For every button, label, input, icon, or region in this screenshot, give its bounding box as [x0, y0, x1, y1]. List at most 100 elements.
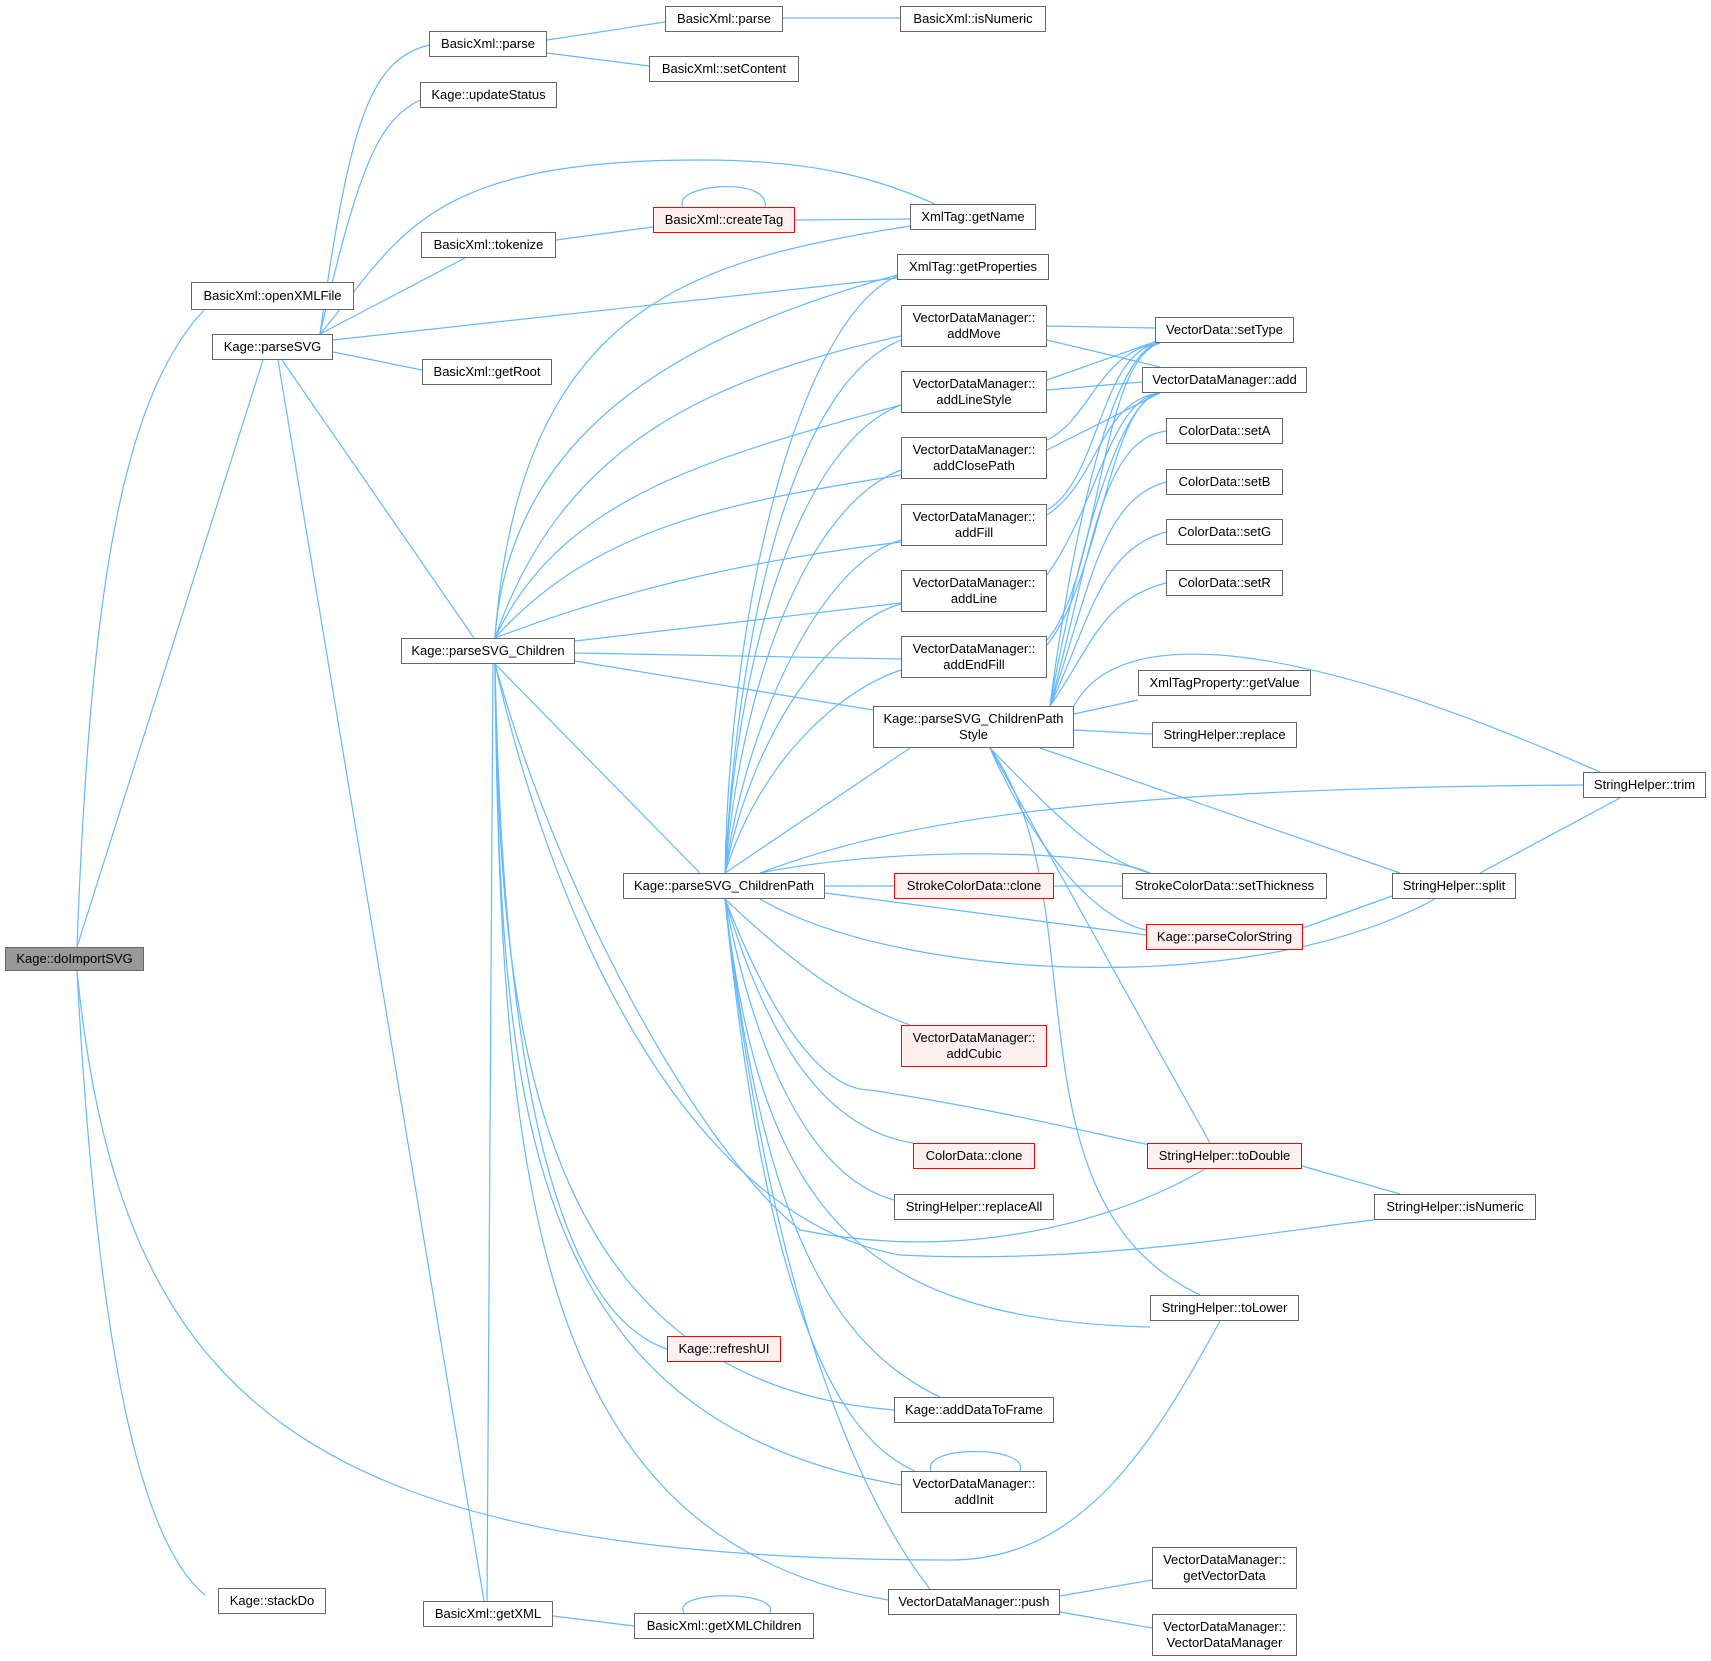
node-vdm-addclosepath[interactable]: VectorDataManager:: addClosePath	[901, 437, 1047, 479]
node-stringhelper-tolower[interactable]: StringHelper::toLower	[1150, 1295, 1299, 1321]
node-colordata-setr[interactable]: ColorData::setR	[1166, 570, 1283, 596]
node-vdm-push[interactable]: VectorDataManager::push	[888, 1589, 1060, 1615]
edge-parsesvg-to-updatestatus	[319, 99, 421, 335]
edge-todouble-to-isnumeric	[1301, 1165, 1401, 1195]
edge-parsecolorstring-to-split	[1302, 895, 1393, 929]
edge-addclosepath-to-settype	[1046, 342, 1161, 441]
node-kage-parsesvg-children[interactable]: Kage::parseSVG_Children	[401, 638, 575, 664]
edge-children-to-push	[494, 663, 889, 1601]
node-kage-updatestatus[interactable]: Kage::updateStatus	[420, 82, 557, 108]
edge-addendfill-to-settype	[1046, 342, 1161, 641]
edge-createtag-to-getname	[794, 218, 911, 221]
node-vdm-addline[interactable]: VectorDataManager:: addLine	[901, 570, 1047, 612]
edge-childrenpath-to-addline	[724, 603, 902, 874]
node-xmltag-getname[interactable]: XmlTag::getName	[910, 204, 1036, 230]
edge-children-to-isnumeric	[494, 663, 1375, 1258]
node-basicxml-parse-2[interactable]: BasicXml::parse	[665, 6, 783, 32]
edge-childrenpath-to-todouble	[724, 898, 1151, 1146]
node-vdm-getvectordata[interactable]: VectorDataManager:: getVectorData	[1152, 1547, 1297, 1589]
node-basicxml-isnumeric[interactable]: BasicXml::isNumeric	[900, 6, 1046, 32]
edge-pathstyle-to-tolower	[989, 747, 1201, 1296]
node-kage-stackdo[interactable]: Kage::stackDo	[218, 1588, 326, 1614]
node-vdm-addinit[interactable]: VectorDataManager:: addInit	[901, 1471, 1047, 1513]
edge-childrenpath-to-addlinestyle	[724, 404, 902, 874]
edge-childrenpath-to-addcubic	[724, 898, 911, 1026]
edge-childrenpath-to-addinit	[724, 898, 916, 1472]
edge-childrenpath-to-adddatatoframe	[724, 898, 941, 1398]
edge-children-to-getxml	[486, 663, 494, 1602]
edge-children-to-addmove	[494, 335, 902, 639]
edge-bxparse-to-parse2	[546, 21, 666, 41]
node-vdm-addendfill[interactable]: VectorDataManager:: addEndFill	[901, 636, 1047, 678]
edge-tokenize-to-createtag	[555, 226, 654, 241]
node-stringhelper-todouble[interactable]: StringHelper::toDouble	[1147, 1143, 1302, 1169]
node-basicxml-createtag[interactable]: BasicXml::createTag	[653, 207, 795, 233]
edge-children-to-pathstyle	[574, 660, 874, 711]
node-basicxml-setcontent[interactable]: BasicXml::setContent	[649, 56, 799, 82]
node-kage-adddatatoframe[interactable]: Kage::addDataToFrame	[894, 1397, 1054, 1423]
node-stringhelper-replace[interactable]: StringHelper::replace	[1152, 722, 1297, 748]
node-vdm-addfill[interactable]: VectorDataManager:: addFill	[901, 504, 1047, 546]
node-vdm-add[interactable]: VectorDataManager::add	[1142, 367, 1307, 393]
node-basicxml-getxml[interactable]: BasicXml::getXML	[423, 1601, 553, 1627]
node-stringhelper-replaceall[interactable]: StringHelper::replaceAll	[894, 1194, 1054, 1220]
node-colordata-setb[interactable]: ColorData::setB	[1166, 469, 1283, 495]
node-basicxml-tokenize[interactable]: BasicXml::tokenize	[421, 232, 556, 258]
edge-children-to-adddatatoframe	[494, 663, 895, 1411]
edge-childrenpath-to-addclosepath	[724, 469, 902, 874]
edge-childrenpath-to-colorclone	[724, 898, 914, 1144]
node-kage-parsesvg-childrenpathstyle[interactable]: Kage::parseSVG_ChildrenPath Style	[873, 706, 1074, 748]
node-colordata-seta[interactable]: ColorData::setA	[1166, 418, 1283, 444]
node-xmltag-getproperties[interactable]: XmlTag::getProperties	[897, 254, 1049, 280]
edge-doimportsvg-to-tolower	[76, 970, 1221, 1561]
edge-childrenpath-to-replaceall	[724, 898, 895, 1201]
edge-bxparse-to-setcontent	[546, 52, 650, 67]
edge-children-to-addendfill	[574, 652, 902, 660]
edge-childrenpath-to-addmove	[724, 339, 902, 874]
edge-childrenpath-to-setthickness	[759, 853, 1151, 874]
node-kage-parsesvg[interactable]: Kage::parseSVG	[212, 334, 333, 360]
node-strokecolordata-setthickness[interactable]: StrokeColorData::setThickness	[1122, 873, 1327, 899]
node-vdm-addcubic[interactable]: VectorDataManager:: addCubic	[901, 1025, 1047, 1067]
node-stringhelper-split[interactable]: StringHelper::split	[1392, 873, 1516, 899]
edge-addendfill-to-vdmadd	[1046, 392, 1161, 646]
node-strokecolordata-clone[interactable]: StrokeColorData::clone	[894, 873, 1054, 899]
edge-split-to-trim	[1479, 797, 1621, 874]
edge-getxml-to-getxmlchildren	[552, 1615, 635, 1627]
edge-doimportsvg-to-parsesvg	[76, 359, 264, 948]
edge-pathstyle-to-settype	[1049, 342, 1161, 707]
node-xmltagproperty-getvalue[interactable]: XmlTagProperty::getValue	[1138, 670, 1311, 696]
edge-childrenpath-to-parsecolorstring	[824, 892, 1147, 936]
node-kage-parsesvg-childrenpath[interactable]: Kage::parseSVG_ChildrenPath	[623, 873, 825, 899]
node-vdm-addmove[interactable]: VectorDataManager:: addMove	[901, 305, 1047, 347]
node-vdm-addlinestyle[interactable]: VectorDataManager:: addLineStyle	[901, 371, 1047, 413]
edge-pathstyle-to-replace	[1073, 729, 1153, 735]
edge-childrenpath-to-tolower	[724, 898, 1151, 1328]
edge-pathstyle-to-seta	[1049, 430, 1167, 707]
node-basicxml-getroot[interactable]: BasicXml::getRoot	[422, 359, 552, 385]
node-vectordata-settype[interactable]: VectorData::setType	[1155, 317, 1294, 343]
node-stringhelper-trim[interactable]: StringHelper::trim	[1583, 772, 1706, 798]
edge-children-to-addclosepath	[494, 474, 902, 639]
node-colordata-setg[interactable]: ColorData::setG	[1166, 519, 1283, 545]
edge-children-to-addlinestyle	[494, 404, 902, 639]
node-kage-parsecolorstring[interactable]: Kage::parseColorString	[1146, 924, 1303, 950]
edge-addlinestyle-to-vdmadd	[1046, 381, 1143, 391]
node-stringhelper-isnumeric[interactable]: StringHelper::isNumeric	[1374, 1194, 1536, 1220]
node-basicxml-getxmlchildren[interactable]: BasicXml::getXMLChildren	[634, 1613, 814, 1639]
node-basicxml-parse-1[interactable]: BasicXml::parse	[429, 31, 547, 57]
node-basicxml-openxmlfile[interactable]: BasicXml::openXMLFile	[191, 282, 354, 310]
edge-children-to-getname	[494, 225, 911, 639]
edge-childrenpath-to-pathstyle	[724, 747, 911, 874]
edge-parsesvg-to-bxparse	[319, 44, 430, 335]
node-colordata-clone[interactable]: ColorData::clone	[913, 1143, 1035, 1169]
edge-pathstyle-to-setthickness	[989, 747, 1151, 874]
edge-childrenpath-to-push	[724, 898, 931, 1590]
node-vdm-vectordatamanager[interactable]: VectorDataManager:: VectorDataManager	[1152, 1614, 1297, 1656]
node-kage-refreshui[interactable]: Kage::refreshUI	[667, 1336, 781, 1362]
edge-addclosepath-to-vdmadd	[1046, 392, 1161, 451]
edge-doimportsvg-to-stackdo	[76, 970, 206, 1596]
edge-doimportsvg-to-openxmlfile	[76, 309, 205, 948]
node-kage-doimportsvg: Kage::doImportSVG	[5, 947, 144, 971]
